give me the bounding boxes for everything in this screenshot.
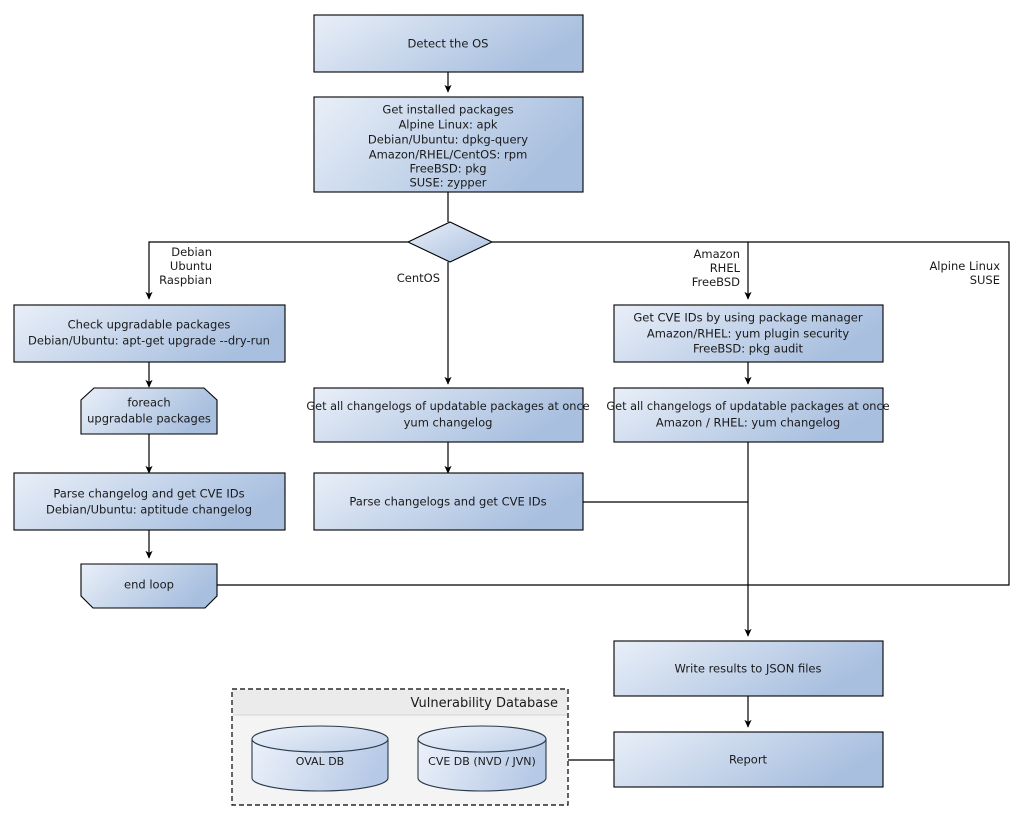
edge-label-debian-0: Debian	[171, 245, 212, 259]
vulnerability-database-title: Vulnerability Database	[411, 696, 558, 711]
node-label-get-installed-2: Debian/Ubuntu: dpkg-query	[368, 133, 528, 147]
node-label-get-cve-right-1: Amazon/RHEL: yum plugin security	[647, 327, 849, 341]
node-end-loop[interactable]: end loop	[80, 563, 218, 609]
node-write-results[interactable]: Write results to JSON files	[613, 640, 884, 697]
edge-label-amazon: Amazon RHEL FreeBSD	[692, 247, 741, 289]
node-detect-os[interactable]: Detect the OS	[313, 14, 584, 73]
node-label-foreach-1: upgradable packages	[87, 412, 211, 426]
edge-label-alpine-1: SUSE	[970, 273, 1000, 287]
node-label-get-installed-0: Get installed packages	[382, 103, 513, 117]
edge-label-debian-1: Ubuntu	[170, 259, 212, 273]
edge-label-amazon-1: RHEL	[710, 261, 741, 275]
node-get-cve-ids-right[interactable]: Get CVE IDs by using package manager Ama…	[613, 304, 884, 363]
node-changelogs-right[interactable]: Get all changelogs of updatable packages…	[606, 387, 890, 443]
edge-label-debian: Debian Ubuntu Raspbian	[159, 245, 212, 287]
node-label-parse-changelog-left-0: Parse changelog and get CVE IDs	[53, 487, 244, 501]
node-foreach-loop-start[interactable]: foreach upgradable packages	[80, 387, 218, 435]
edge-label-centos: CentOS	[397, 271, 440, 285]
edge-label-debian-2: Raspbian	[159, 273, 212, 287]
node-label-changelogs-center-0: Get all changelogs of updatable packages…	[306, 400, 589, 413]
node-label-get-installed-4: FreeBSD: pkg	[409, 162, 486, 176]
node-label-get-cve-right-0: Get CVE IDs by using package manager	[633, 311, 863, 325]
edge-label-centos-0: CentOS	[397, 271, 440, 285]
node-label-changelogs-center-1: yum changelog	[404, 416, 493, 430]
node-get-installed-packages[interactable]: Get installed packages Alpine Linux: apk…	[313, 96, 584, 193]
node-label-parse-changelogs-center: Parse changelogs and get CVE IDs	[349, 495, 546, 509]
node-label-get-installed-1: Alpine Linux: apk	[398, 118, 497, 132]
node-os-decision-diamond[interactable]	[406, 221, 494, 263]
node-label-detect-os: Detect the OS	[408, 37, 489, 51]
node-label-check-upgradable-1: Debian/Ubuntu: apt-get upgrade --dry-run	[28, 334, 270, 348]
edge-branch-debian	[145, 241, 408, 300]
node-parse-changelog-left[interactable]: Parse changelog and get CVE IDs Debian/U…	[13, 472, 286, 531]
node-label-check-upgradable-0: Check upgradable packages	[68, 318, 231, 332]
edge-label-alpine-0: Alpine Linux	[929, 259, 1000, 273]
node-label-changelogs-right-0: Get all changelogs of updatable packages…	[606, 400, 889, 413]
node-parse-changelogs-center[interactable]: Parse changelogs and get CVE IDs	[313, 472, 584, 531]
node-label-report: Report	[729, 753, 768, 767]
node-label-get-installed-5: SUSE: zypper	[409, 176, 486, 190]
edge-label-alpine: Alpine Linux SUSE	[929, 259, 1000, 287]
node-label-write-results: Write results to JSON files	[675, 662, 822, 676]
node-label-foreach-0: foreach	[127, 396, 170, 410]
node-label-changelogs-right-1: Amazon / RHEL: yum changelog	[656, 416, 840, 430]
edge-label-amazon-2: FreeBSD	[692, 275, 740, 289]
node-label-end-loop: end loop	[124, 578, 174, 592]
node-label-parse-changelog-left-1: Debian/Ubuntu: aptitude changelog	[46, 503, 252, 517]
node-label-get-installed-3: Amazon/RHEL/CentOS: rpm	[369, 148, 528, 162]
database-cylinder-oval: OVAL DB	[251, 725, 389, 792]
node-label-get-cve-right-2: FreeBSD: pkg audit	[693, 342, 804, 356]
edge-label-amazon-0: Amazon	[694, 247, 740, 261]
database-label-oval: OVAL DB	[296, 755, 344, 768]
edge-branch-alpine	[149, 241, 1010, 586]
node-check-upgradable-packages[interactable]: Check upgradable packages Debian/Ubuntu:…	[13, 304, 286, 363]
node-changelogs-center[interactable]: Get all changelogs of updatable packages…	[306, 387, 590, 443]
node-report[interactable]: Report	[613, 731, 884, 788]
database-label-cve: CVE DB (NVD / JVN)	[428, 755, 536, 768]
vulnerability-database-group: Vulnerability Database OVAL DB CVE DB (N…	[231, 688, 569, 806]
database-cylinder-cve: CVE DB (NVD / JVN)	[417, 725, 547, 792]
